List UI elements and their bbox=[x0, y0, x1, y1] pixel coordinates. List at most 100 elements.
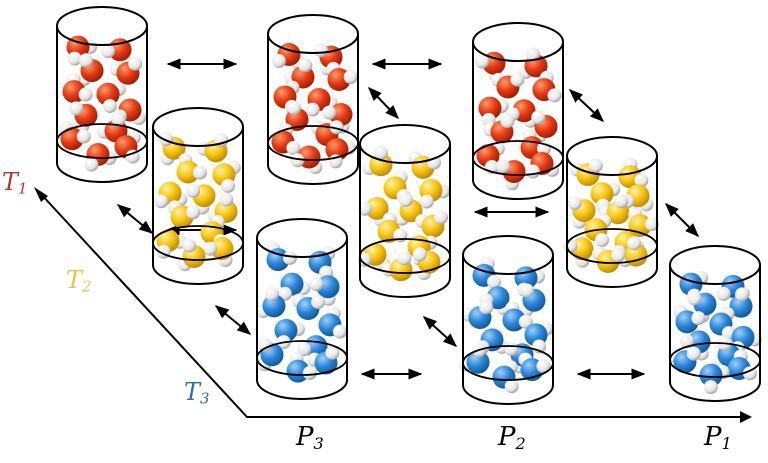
molecule-group bbox=[563, 157, 659, 274]
water-molecule-icon bbox=[673, 304, 706, 334]
hydrogen-atom bbox=[258, 337, 273, 352]
cylinder-base bbox=[359, 277, 451, 298]
cylinder-front-rim bbox=[56, 25, 148, 46]
hydrogen-atom bbox=[311, 295, 326, 310]
molecule-group bbox=[357, 145, 450, 282]
piston-ellipse bbox=[669, 342, 761, 378]
water-molecule-icon bbox=[257, 337, 284, 372]
hydrogen-atom bbox=[487, 274, 502, 289]
hydrogen-atom bbox=[297, 342, 312, 357]
hydrogen-atom bbox=[182, 238, 197, 253]
hydrogen-atom bbox=[111, 112, 126, 127]
water-molecule-icon bbox=[286, 352, 317, 383]
water-molecule-icon bbox=[461, 300, 494, 330]
cylinder-t3-p1 bbox=[667, 245, 762, 402]
axis-arrowhead-p bbox=[740, 411, 752, 423]
water-molecule-icon bbox=[492, 360, 519, 394]
hydrogen-atom bbox=[419, 194, 434, 209]
water-molecule-icon bbox=[415, 210, 449, 238]
oxygen-atom bbox=[466, 350, 490, 374]
water-molecule-icon bbox=[84, 143, 117, 172]
cylinder-front-rim bbox=[669, 264, 761, 285]
water-molecule-icon bbox=[419, 178, 450, 209]
hydrogen-atom bbox=[716, 286, 731, 301]
hydrogen-atom bbox=[69, 101, 84, 116]
water-molecule-icon bbox=[382, 251, 413, 282]
piston-ellipse bbox=[152, 225, 244, 261]
hydrogen-atom bbox=[510, 72, 525, 87]
oxygen-atom bbox=[266, 248, 290, 272]
cylinder-base bbox=[256, 379, 348, 400]
cylinder-base bbox=[566, 267, 658, 288]
oxygen-atom bbox=[590, 182, 614, 206]
cylinder-t1-p1 bbox=[472, 22, 564, 200]
piston-ellipse bbox=[462, 345, 554, 381]
cylinder-front-rim bbox=[256, 237, 348, 258]
water-molecule-icon bbox=[618, 157, 649, 189]
water-molecule-icon bbox=[114, 130, 141, 164]
water-molecule-icon bbox=[197, 133, 229, 163]
hydrogen-atom bbox=[343, 70, 358, 85]
cylinder-t1-p2 bbox=[267, 14, 359, 185]
water-molecule-icon bbox=[271, 123, 301, 155]
hydrogen-atom bbox=[76, 129, 91, 144]
cylinder-front-rim bbox=[359, 143, 451, 164]
hydrogen-atom bbox=[434, 210, 449, 225]
hydrogen-atom bbox=[531, 110, 546, 125]
cylinder-front-rim bbox=[152, 126, 244, 147]
water-molecule-icon bbox=[532, 70, 562, 103]
hydrogen-atom bbox=[67, 51, 82, 66]
piston-ellipse bbox=[256, 340, 348, 376]
hydrogen-atom bbox=[479, 300, 494, 315]
cylinder-back-rim bbox=[566, 136, 658, 157]
hydrogen-atom bbox=[358, 201, 373, 216]
hydrogen-atom bbox=[398, 193, 413, 208]
hydrogen-atom bbox=[298, 58, 313, 73]
hydrogen-atom bbox=[314, 43, 329, 58]
hydrogen-atom bbox=[500, 114, 515, 129]
water-molecule-icon bbox=[96, 82, 126, 114]
molecule-group bbox=[271, 43, 358, 175]
oxygen-atom bbox=[365, 196, 389, 220]
water-molecule-icon bbox=[310, 120, 344, 146]
cylinder-back-rim bbox=[256, 218, 348, 239]
hydrogen-atom bbox=[686, 346, 701, 361]
water-molecule-icon bbox=[502, 301, 533, 332]
axes bbox=[34, 187, 752, 423]
cylinder-back-rim bbox=[56, 6, 148, 27]
hydrogen-atom bbox=[78, 87, 93, 102]
piston-ellipse bbox=[56, 123, 148, 159]
oxygen-atom bbox=[699, 363, 723, 387]
oxygen-atom bbox=[329, 103, 353, 126]
axis-label-p3: P3 bbox=[296, 422, 324, 454]
hydrogen-atom bbox=[525, 47, 540, 62]
water-molecule-icon bbox=[307, 345, 340, 375]
oxygen-atom bbox=[286, 359, 310, 383]
cylinder-back-rim bbox=[267, 14, 359, 35]
cylinder-base bbox=[56, 162, 148, 183]
water-molecule-icon bbox=[567, 196, 596, 229]
hydrogen-atom bbox=[78, 53, 93, 68]
axis-label-t3: T3 bbox=[184, 378, 210, 408]
hydrogen-atom bbox=[286, 140, 301, 155]
water-molecule-icon bbox=[709, 306, 736, 341]
water-molecule-icon bbox=[291, 293, 326, 321]
molecule-group bbox=[475, 47, 562, 191]
cylinder-t3-p2 bbox=[459, 235, 554, 405]
water-molecule-icon bbox=[159, 132, 186, 166]
molecule-group bbox=[459, 256, 554, 394]
oxygen-atom bbox=[478, 96, 502, 120]
hydrogen-atom bbox=[102, 99, 117, 114]
cylinder-t2-p1 bbox=[563, 136, 659, 288]
hydrogen-atom bbox=[526, 164, 541, 179]
water-molecule-icon bbox=[531, 110, 558, 144]
hydrogen-atom bbox=[325, 345, 340, 360]
hydrogen-atom bbox=[373, 145, 388, 160]
hydrogen-atom bbox=[154, 194, 169, 209]
hydrogen-atom bbox=[203, 241, 218, 256]
cylinder-back-rim bbox=[152, 107, 244, 128]
hydrogen-atom bbox=[302, 365, 317, 380]
hydrogen-atom bbox=[496, 159, 511, 174]
water-molecule-icon bbox=[326, 61, 358, 91]
